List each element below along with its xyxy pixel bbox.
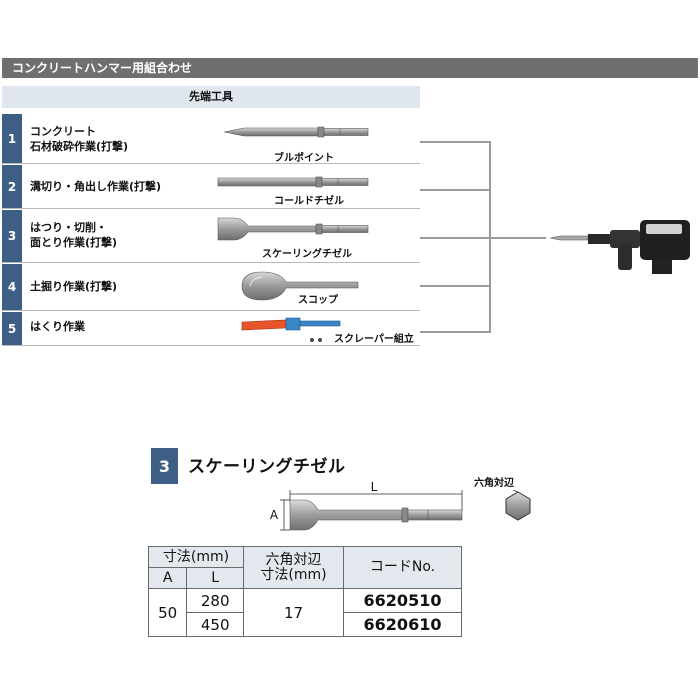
cell-hex: 17 xyxy=(243,588,344,637)
row-label-line1: はつり・切削・ xyxy=(30,221,107,234)
tool-row-2: 2 溝切り・角出し作業(打撃) コールドチゼル xyxy=(2,165,420,209)
dimension-A: A xyxy=(270,508,279,522)
header-code: コードNo. xyxy=(343,546,462,589)
tool-row-3: 3 はつり・切削・ 面とり作業(打撃) スケーリングチゼル xyxy=(2,210,420,263)
row-number-badge: 2 xyxy=(2,165,22,208)
cell-A: 50 xyxy=(147,588,188,637)
row-label-line1: 土掘り作業(打撃) xyxy=(30,280,118,293)
column-header-tip-tools: 先端工具 xyxy=(2,86,420,108)
row-label-line2: 面とり作業(打撃) xyxy=(30,236,118,249)
tool-name: スケーリングチゼル xyxy=(262,249,352,260)
page-title: コンクリートハンマー用組合わせ xyxy=(2,58,698,78)
section-number-badge: 3 xyxy=(151,448,178,484)
cell-L: 450 xyxy=(186,612,244,637)
tool-name: コールドチゼル xyxy=(274,196,344,207)
table-row: 450 6620610 xyxy=(149,612,462,637)
header-hex-size-line2: 寸法(mm) xyxy=(260,566,327,583)
connector-lines xyxy=(420,141,546,333)
row-label-line1: コンクリート xyxy=(30,125,96,138)
spec-table: 寸法(mm) 六角対辺 寸法(mm) コードNo. A L 50 280 17 … xyxy=(147,546,462,637)
hexagon-icon xyxy=(505,490,531,521)
row-number-badge: 4 xyxy=(2,264,22,310)
tool-row-4: 4 土掘り作業(打撃) スコップ xyxy=(2,264,420,311)
cell-code: 6620510 xyxy=(343,588,462,613)
bull-point-icon xyxy=(223,126,369,138)
row-label-line1: はくり作業 xyxy=(30,320,85,333)
cold-chisel-icon xyxy=(217,176,369,188)
tool-row-1: 1 コンクリート 石材破砕作業(打撃) ブルポイント xyxy=(2,114,420,164)
section-title: スケーリングチゼル xyxy=(188,457,346,477)
tool-name: ブルポイント xyxy=(274,153,334,164)
row-label: コンクリート 石材破砕作業(打撃) xyxy=(30,124,128,154)
tool-name: スコップ xyxy=(298,295,338,306)
row-label-line1: 溝切り・角出し作業(打撃) xyxy=(30,180,162,193)
row-label: 土掘り作業(打撃) xyxy=(30,279,117,294)
row-label: 溝切り・角出し作業(打撃) xyxy=(30,179,161,194)
row-label-line2: 石材破砕作業(打撃) xyxy=(30,140,129,153)
cell-L: 280 xyxy=(186,588,244,613)
table-row: 50 280 17 6620510 xyxy=(147,588,462,637)
row-label: はつり・切削・ 面とり作業(打撃) xyxy=(30,220,117,250)
tool-row-5: 5 はくり作業 スクレーパー組立 xyxy=(2,312,420,346)
scraper-icon xyxy=(241,317,341,342)
concrete-hammer-icon xyxy=(549,220,690,274)
row-number-badge: 3 xyxy=(2,210,22,262)
spade-icon xyxy=(241,271,359,301)
scaling-chisel-diagram: L A xyxy=(270,480,463,531)
row-number-badge: 1 xyxy=(2,114,22,163)
header-hex-size: 六角対辺 寸法(mm) xyxy=(243,546,344,589)
tool-name: スクレーパー組立 xyxy=(334,334,414,345)
dimension-L: L xyxy=(371,480,378,494)
hex-across-flats-label: 六角対辺 xyxy=(474,478,514,489)
row-label: はくり作業 xyxy=(30,319,85,334)
row-number-badge: 5 xyxy=(2,312,22,345)
header-size: 寸法(mm) xyxy=(148,546,244,568)
scaling-chisel-icon xyxy=(217,217,369,241)
header-L: L xyxy=(186,567,244,589)
header-hex-size-line1: 六角対辺 xyxy=(265,551,322,568)
cell-code: 6620610 xyxy=(343,612,462,637)
header-A: A xyxy=(147,567,188,589)
